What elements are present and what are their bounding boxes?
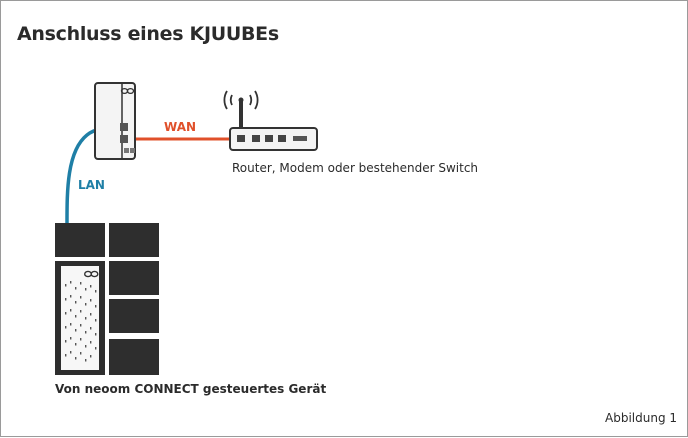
device-label: Von neoom CONNECT gesteuertes Gerät bbox=[55, 382, 327, 396]
kjuube-gateway-icon bbox=[94, 82, 136, 160]
router-label: Router, Modem oder bestehender Switch bbox=[232, 161, 479, 175]
battery-storage-device-icon bbox=[55, 223, 159, 375]
infinity-logo-icon bbox=[83, 270, 99, 278]
diagram-title: Anschluss eines KJUUBEs bbox=[17, 23, 279, 45]
wifi-router-icon bbox=[223, 90, 318, 151]
wan-label: WAN bbox=[164, 120, 197, 134]
figure-caption: Abbildung 1 bbox=[605, 411, 678, 425]
infinity-logo-icon bbox=[120, 87, 135, 95]
lan-label: LAN bbox=[78, 178, 105, 192]
